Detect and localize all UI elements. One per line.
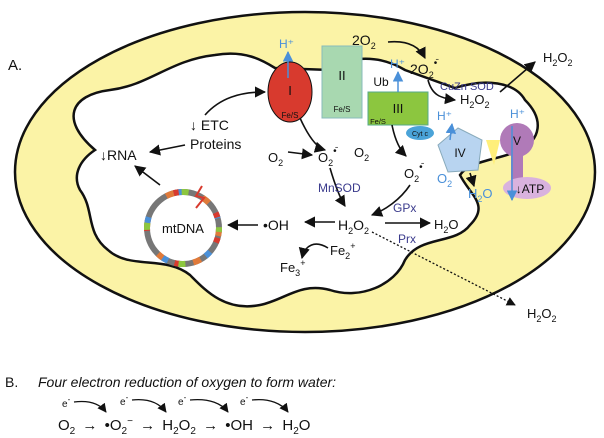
- gpx-label: GPx: [393, 201, 416, 215]
- reduction-equation: O2 → •O2− → H2O2 → •OH → H2O: [58, 411, 310, 438]
- rna-label: ↓RNA: [100, 147, 137, 163]
- mtdna-damage-mark: [194, 185, 206, 209]
- proton-label-i: H⁺: [279, 37, 294, 51]
- oxygen-i: O2: [268, 150, 283, 168]
- water-center: H2O: [434, 217, 459, 235]
- etc-line2: Proteins: [190, 136, 241, 152]
- electron-3: e-: [178, 393, 187, 408]
- superoxide-iii: O2•̄: [404, 162, 425, 184]
- arrow-mtdna-to-rna: [134, 165, 161, 186]
- mnsod-label: MnSOD: [318, 181, 361, 195]
- ferrous-iron: Fe2+: [330, 241, 355, 261]
- arrow-etc-to-rna: [148, 144, 186, 156]
- cytc-label: Cyt c: [412, 131, 428, 138]
- complex-ii-cofactor: Fe/S: [334, 105, 351, 114]
- h2o2-out-bottom: H2O2: [527, 306, 557, 324]
- proton-label-v: H⁺: [510, 107, 525, 121]
- arrow-complex-i-o2: [299, 117, 327, 153]
- panel-b-title: Four electron reduction of oxygen to for…: [38, 374, 336, 390]
- electron-arrow-1: [73, 400, 107, 413]
- panel-a-label: A.: [8, 57, 22, 74]
- complex-i: I Fe/S: [267, 61, 313, 123]
- arrow-h2o2-out-top: [499, 61, 536, 93]
- mtdna-plasmid: mtDNA: [144, 185, 222, 267]
- oxygen-iv: O2: [437, 171, 452, 189]
- ubiquinone-label: Ub: [373, 75, 389, 89]
- h2o2-out-top: H2O2: [543, 50, 573, 68]
- arrow-etc-to-complex-i: [204, 86, 267, 116]
- arrow-complex-iii-o2: [391, 124, 407, 157]
- complex-ii-label: II: [338, 68, 345, 83]
- complex-iii-cofactor: Fe/S: [370, 117, 386, 126]
- complex-iv: IV: [437, 127, 483, 173]
- hydroxyl-radical: •OH: [263, 217, 289, 233]
- two-oxygen: 2O2: [352, 32, 376, 51]
- arrow-superoxide-to-h2o2-ims: [427, 79, 457, 105]
- superoxide-i: O2•̄: [318, 146, 339, 168]
- electron-arrow-4: [251, 398, 289, 413]
- complex-iii-label: III: [393, 101, 404, 116]
- complex-iii: III Fe/S: [367, 91, 429, 126]
- mtdna-label: mtDNA: [162, 221, 204, 236]
- ferric-iron: Fe3+: [280, 258, 305, 278]
- electron-1: e-: [62, 395, 71, 410]
- complex-i-label: I: [288, 83, 292, 98]
- prx-label: Prx: [398, 232, 416, 246]
- electron-arrow-2: [131, 398, 167, 413]
- cytochrome-c: Cyt c: [406, 126, 434, 140]
- proton-label-iv: H⁺: [437, 109, 452, 123]
- atp-label: ↓ATP: [516, 182, 544, 196]
- water-iv: H2O: [468, 186, 493, 204]
- proton-arrow-iv: [445, 122, 457, 141]
- proton-label-iii: H⁺: [390, 57, 405, 71]
- proton-channel-wedge: [486, 140, 500, 165]
- h2o2-center: H2O2: [338, 217, 369, 236]
- electron-4: e-: [240, 393, 249, 408]
- complex-v-label: V: [513, 134, 521, 148]
- arrow-o2-to-superoxide-i: [287, 148, 314, 160]
- arrow-complex-iv: [465, 172, 477, 188]
- electron-2: e-: [120, 393, 129, 408]
- arrow-superoxide-i-to-h2o2: [329, 167, 346, 207]
- complex-iv-label: IV: [454, 146, 465, 160]
- cuznsod-label: CuZn SOD: [440, 81, 494, 93]
- electron-labels: e- e- e- e-: [62, 393, 249, 410]
- complex-ii: II Fe/S: [321, 45, 363, 119]
- arrow-o2-to-superoxide-top: [387, 40, 426, 60]
- etc-line1: ↓ ETC: [190, 117, 229, 133]
- arrow-superoxide-iii-to-h2o2: [370, 184, 411, 217]
- h2o2-ims: H2O2: [460, 92, 490, 110]
- arrow-fe2-to-fe3: [298, 243, 329, 260]
- electron-arrow-3: [189, 398, 229, 413]
- two-superoxide: 2O2•̄: [410, 58, 439, 80]
- oxygen-iii: O2: [354, 145, 369, 163]
- arrow-h2o2-diffuse-out: [371, 231, 516, 306]
- complex-i-cofactor: Fe/S: [282, 111, 299, 120]
- panel-b-label: B.: [5, 374, 18, 390]
